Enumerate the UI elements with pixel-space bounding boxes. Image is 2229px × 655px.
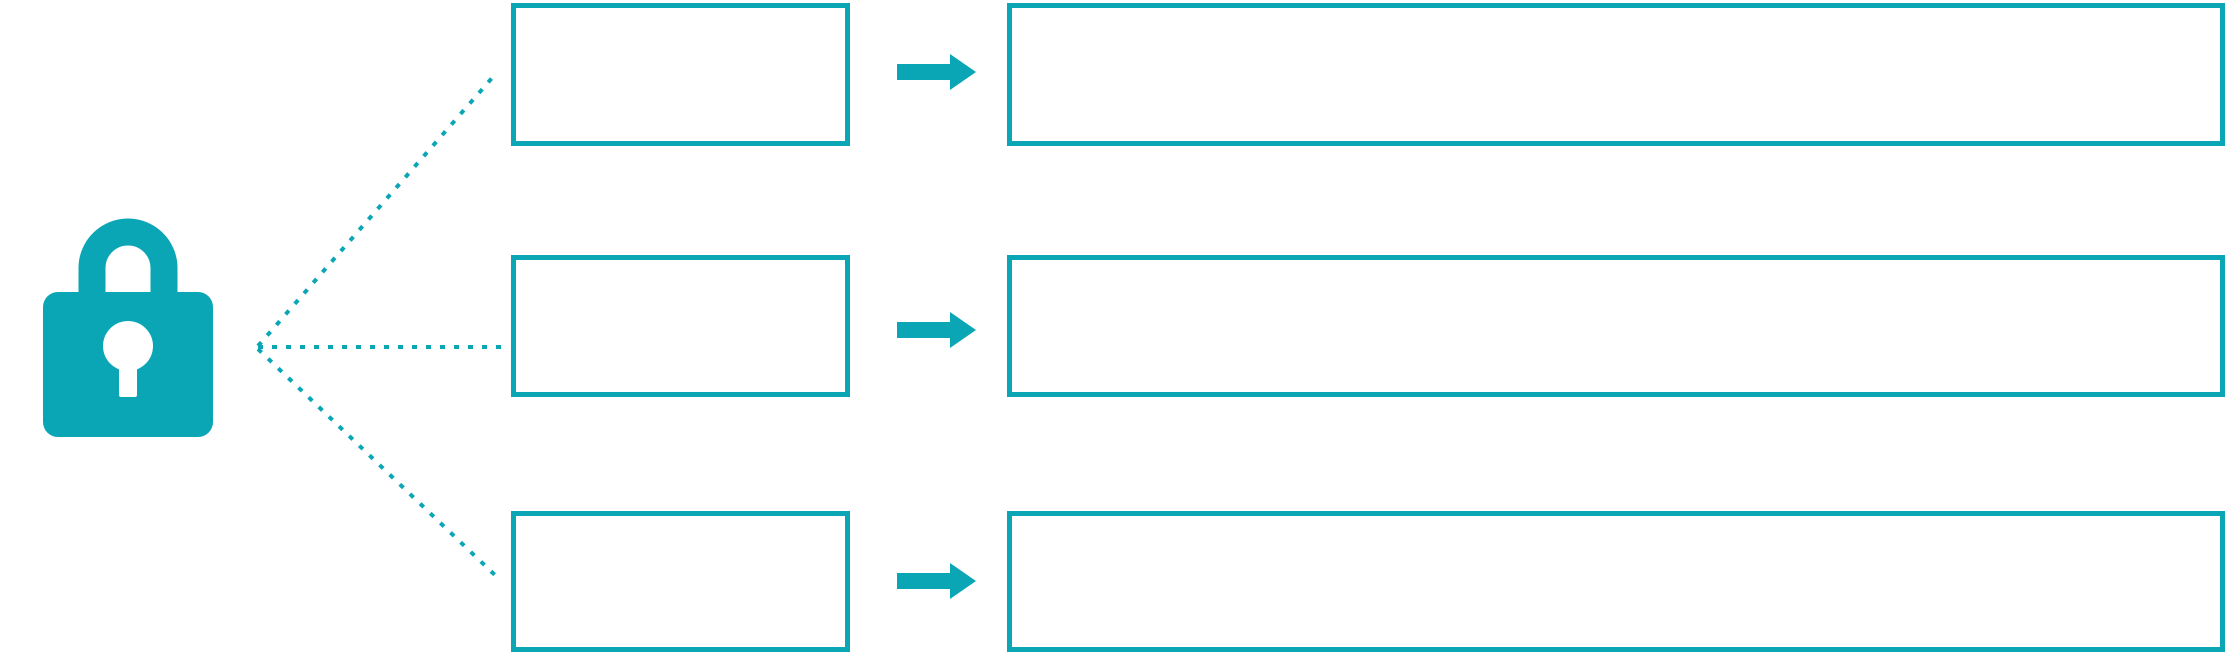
right-arrow-icon-row2 [897, 312, 976, 348]
description-box-row1 [1007, 3, 2225, 146]
row-arrows [897, 54, 976, 599]
padlock-keyhole-stem [119, 350, 137, 397]
padlock-icon [43, 218, 213, 437]
padlock-shackle [78, 218, 178, 300]
connector-line-top [256, 76, 494, 348]
right-arrow-icon-row1 [897, 54, 976, 90]
key-box-row1 [511, 3, 850, 146]
connector-line-bottom [256, 347, 499, 579]
key-box-row3 [511, 511, 850, 652]
padlock-keyhole-circle [103, 321, 153, 371]
connector-lines [256, 76, 502, 579]
key-box-row2 [511, 255, 850, 397]
right-arrow-icon-row3 [897, 563, 976, 599]
description-box-row2 [1007, 255, 2225, 397]
description-box-row3 [1007, 511, 2225, 652]
